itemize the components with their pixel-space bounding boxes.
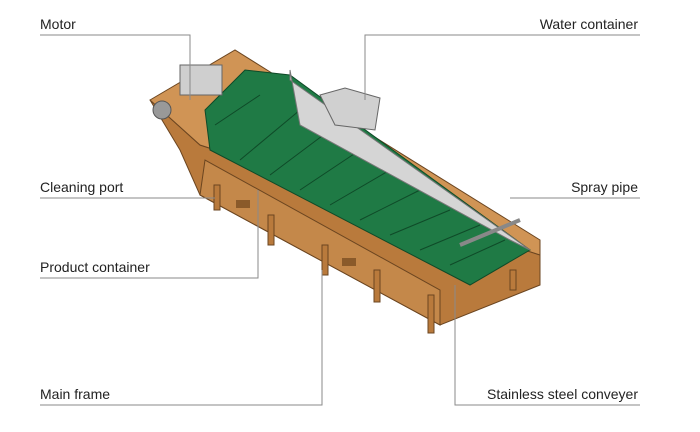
label-cleaning-port: Cleaning port [40,179,124,195]
label-stainless-steel-conveyer: Stainless steel conveyer [487,386,638,402]
motor-pulley [152,100,172,120]
cleaning-port-hatch [342,258,356,266]
label-main-frame: Main frame [40,386,111,402]
spray-pipe [459,218,521,247]
motor-box [179,64,223,96]
label-water-container: Water container [539,16,638,32]
steel-side-wall [289,69,531,251]
label-spray-pipe: Spray pipe [571,179,638,195]
belt-slats [214,94,506,266]
label-motor: Motor [40,16,76,32]
label-product-container: Product container [40,259,150,275]
cleaning-port-hatch [236,200,250,208]
leader-lines [40,34,640,406]
